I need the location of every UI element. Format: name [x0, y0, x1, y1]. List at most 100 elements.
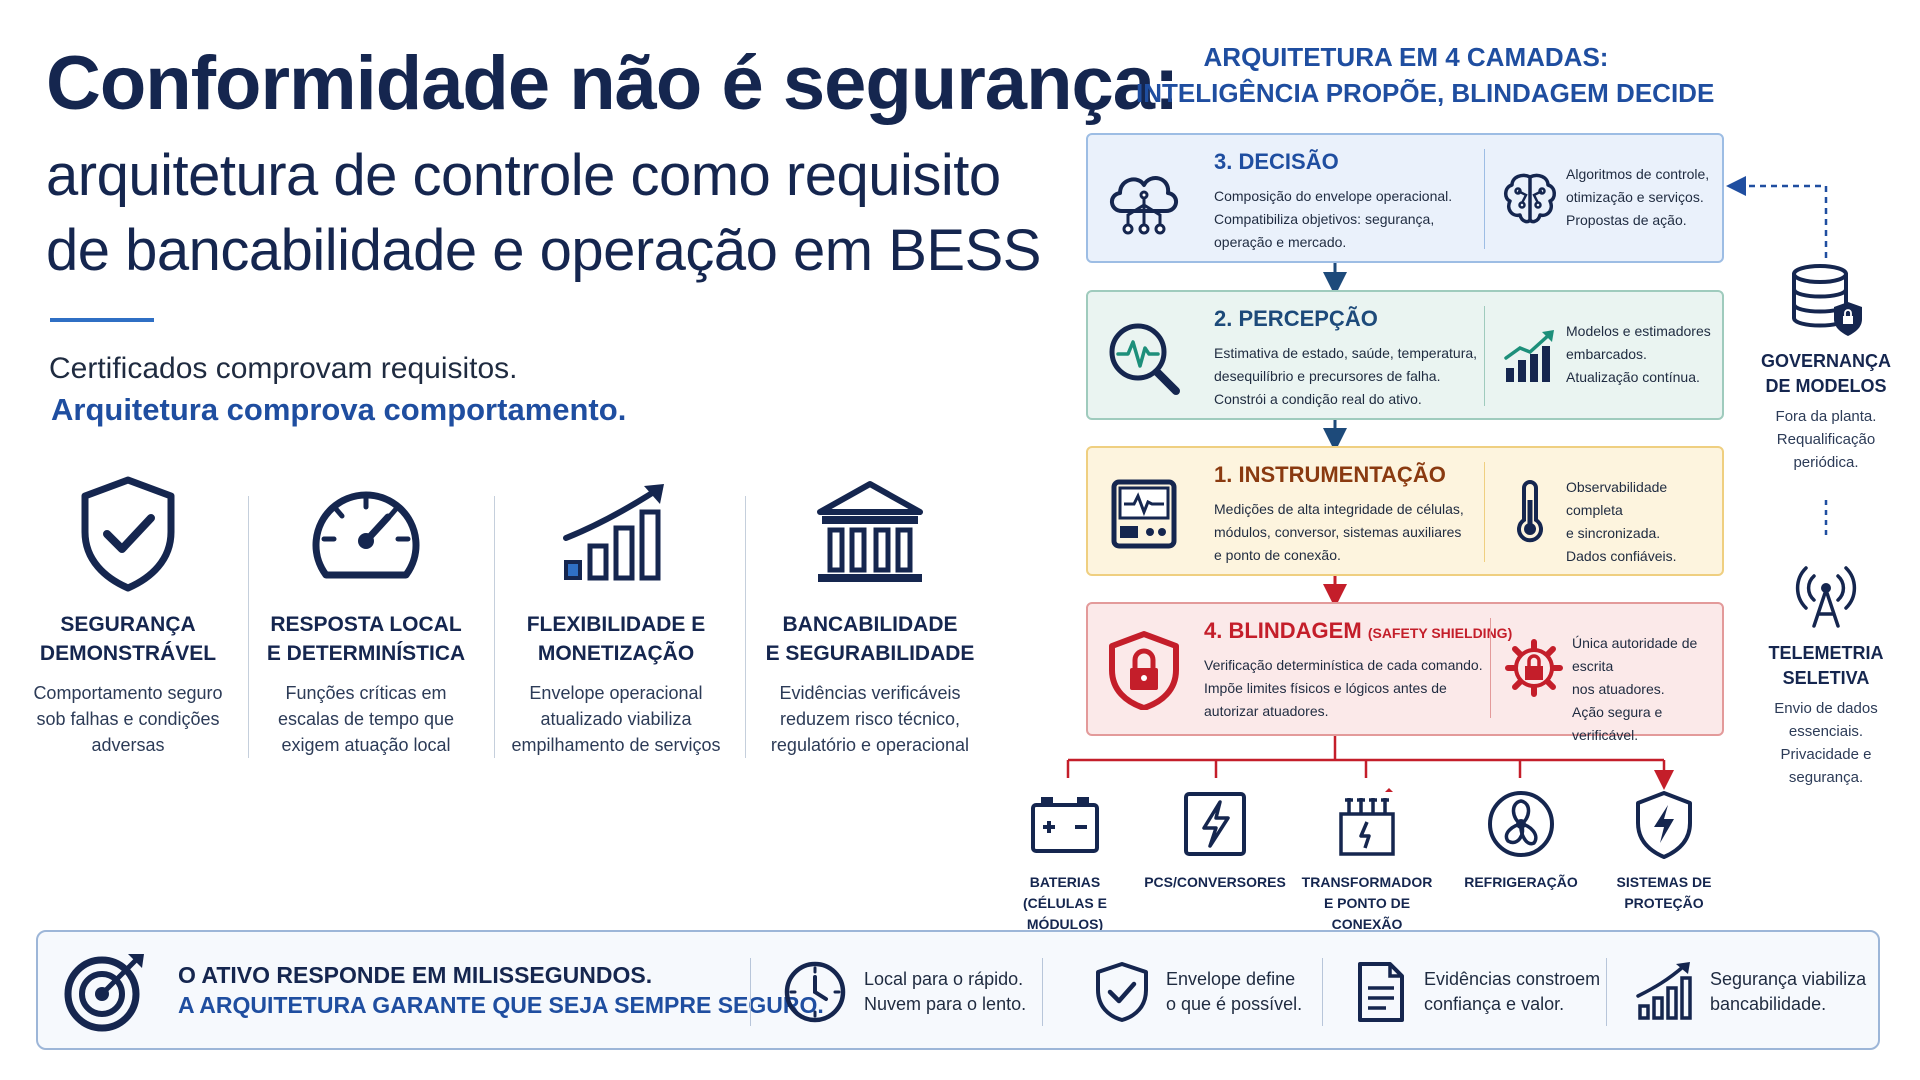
pillar-title-1: BANCABILIDADE [782, 613, 958, 636]
layer-body-1: Composição do envelope operacional. [1214, 188, 1453, 204]
layer-body-3: e ponto de conexão. [1214, 547, 1341, 563]
architecture-heading-1: ARQUITETURA EM 4 CAMADAS: [1203, 42, 1609, 72]
governance-text-1: Fora da planta. [1775, 408, 1877, 425]
equipment-label-1: BATERIAS [1029, 874, 1101, 890]
layer-body-3: autorizar atuadores. [1204, 703, 1329, 719]
thermometer-icon [1517, 480, 1543, 543]
pillar-text-1: Funções críticas em [285, 683, 447, 703]
pillar-title-2: MONETIZAÇÃO [537, 642, 695, 665]
layer-side-1: Observabilidade completa [1566, 479, 1668, 518]
pillar-text-1: Comportamento seguro [33, 683, 223, 703]
layer-body-3: operação e mercado. [1214, 234, 1347, 250]
telemetry-text-2: essenciais. [1788, 723, 1864, 740]
telemetry-text-1: Envio de dados [1774, 700, 1878, 717]
layer-safety-shielding: 4. BLINDAGEM (SAFETY SHIELDING) Verifica… [1086, 602, 1724, 743]
telemetry-text-4: segurança. [1788, 769, 1864, 786]
layer-side-2: e sincronizada. [1566, 525, 1661, 541]
growth-chart-icon [563, 484, 664, 581]
equipment-pcs: PCS/CONVERSORES [1140, 786, 1290, 893]
pillar-text-1: Envelope operacional [529, 683, 703, 703]
layer-side-1: Modelos e estimadores [1566, 323, 1711, 339]
governance-title-1: GOVERNANÇA [1760, 351, 1891, 371]
pillar-text-1: Evidências verificáveis [779, 683, 961, 703]
pillar-text-3: exigem atuação local [281, 735, 451, 755]
pillar-bankability: BANCABILIDADE E SEGURABILIDADE Evidências… [746, 474, 994, 758]
pillar-safety: SEGURANÇA DEMONSTRÁVEL Comportamento segu… [4, 474, 252, 758]
layer-side-3: Ação segura e verificável. [1572, 704, 1663, 743]
layer-side-3: Propostas de ação. [1566, 212, 1687, 228]
page-title: Conformidade não é segurança: [46, 41, 1179, 126]
page-subtitle-line-1: arquitetura de controle como requisito [46, 143, 1001, 208]
layer-side-2: otimização e serviços. [1566, 189, 1704, 205]
layer-divider [1484, 306, 1485, 406]
telemetry-text-3: Privacidade e [1780, 746, 1872, 763]
antenna-signal-icon [1795, 566, 1857, 628]
layer-body-3: Constrói a condição real do ativo. [1214, 391, 1422, 407]
telemetry-title-2: SELETIVA [1782, 668, 1870, 688]
layer-title-subtitle: (SAFETY SHIELDING) [1367, 625, 1513, 641]
governance-text-3: periódica. [1793, 454, 1859, 471]
equipment-label-2: PROTEÇÃO [1624, 895, 1704, 911]
equipment-protecao: SISTEMAS DE PROTEÇÃO [1589, 786, 1739, 914]
pillar-divider [248, 496, 249, 758]
banner-item-line-2: confiança e valor. [1424, 994, 1565, 1014]
equipment-label-1: REFRIGERAÇÃO [1464, 874, 1578, 890]
banner-divider [1606, 958, 1607, 1026]
gauge-icon [312, 491, 420, 579]
pillar-divider [745, 496, 746, 758]
pillar-title-1: FLEXIBILIDADE E [526, 613, 706, 636]
tagline-architecture: Arquitetura comprova comportamento. [51, 392, 627, 427]
bar-trend-icon [1504, 330, 1554, 382]
pillar-flexibility: FLEXIBILIDADE E MONETIZAÇÃO Envelope oper… [492, 474, 740, 758]
banner-item-line-2: Nuvem para o lento. [864, 994, 1027, 1014]
brain-icon [1504, 173, 1556, 224]
layer-title: 4. BLINDAGEM [1204, 618, 1362, 643]
equipment-label-2: E PONTO DE CONEXÃO [1323, 895, 1411, 932]
governance-text-2: Requalificação [1776, 431, 1876, 448]
gear-lock-icon [1505, 639, 1563, 697]
pillar-text-2: escalas de tempo que [277, 709, 455, 729]
pillar-title-2: DEMONSTRÁVEL [39, 642, 217, 665]
title-underline [50, 318, 154, 322]
pulse-magnifier-icon [1109, 323, 1180, 395]
dashed-link-governance [1726, 176, 1828, 258]
equipment-label-2: (CÉLULAS E MÓDULOS) [1023, 895, 1107, 932]
pillar-title-1: SEGURANÇA [60, 613, 196, 636]
banner-divider [1322, 958, 1323, 1026]
banner-item-envelope: Envelope define o que é possível. [1094, 956, 1336, 1028]
banner-message-2: A ARQUITETURA GARANTE QUE SEJA SEMPRE SE… [178, 992, 824, 1018]
banner-item-line-1: Envelope define [1166, 969, 1296, 989]
page-subtitle-line-2: de bancabilidade e operação em BESS [46, 218, 1041, 283]
banner-message-1: O ATIVO RESPONDE EM MILISSEGUNDOS. [178, 962, 653, 988]
layer-side-3: Atualização contínua. [1566, 369, 1700, 385]
pillar-title-2: E SEGURABILIDADE [765, 642, 975, 665]
layer-instrumentation: 1. INSTRUMENTAÇÃO Medições de alta integ… [1086, 446, 1724, 576]
clock-icon [784, 961, 846, 1023]
layer-side-1: Algoritmos de controle, [1566, 166, 1710, 182]
database-lock-icon [1792, 264, 1862, 336]
equipment-label-1: TRANSFORMADOR [1301, 874, 1433, 890]
banner-item-line-2: o que é possível. [1166, 994, 1303, 1014]
layer-body-1: Medições de alta integridade de células, [1214, 501, 1464, 517]
equipment-label-1: SISTEMAS DE [1616, 874, 1712, 890]
pillar-title-1: RESPOSTA LOCAL [270, 613, 462, 636]
banner-item-line-1: Local para o rápido. [864, 969, 1024, 989]
layer-side-3: Dados confiáveis. [1566, 548, 1677, 564]
target-icon [64, 954, 144, 1032]
banner-divider [750, 958, 751, 1026]
governance-block: GOVERNANÇA DE MODELOS Fora da planta. Requ… [1756, 262, 1896, 474]
converter-icon [1184, 792, 1246, 856]
architecture-heading-2: INTELIGÊNCIA PROPÕE, BLINDAGEM DECIDE [1136, 78, 1715, 108]
governance-title-2: DE MODELOS [1765, 376, 1887, 396]
layer-title: 1. INSTRUMENTAÇÃO [1214, 462, 1446, 487]
tagline-certificates: Certificados comprovam requisitos. [49, 352, 518, 385]
layer-body-1: Verificação determinística de cada coman… [1204, 657, 1483, 673]
layer-divider [1490, 618, 1491, 718]
battery-icon [1031, 797, 1099, 853]
fan-icon [1488, 791, 1554, 857]
layer-body-2: Impõe limites físicos e lógicos antes de [1204, 680, 1447, 696]
banner-item-local-cloud: Local para o rápido. Nuvem para o lento. [782, 956, 1034, 1028]
